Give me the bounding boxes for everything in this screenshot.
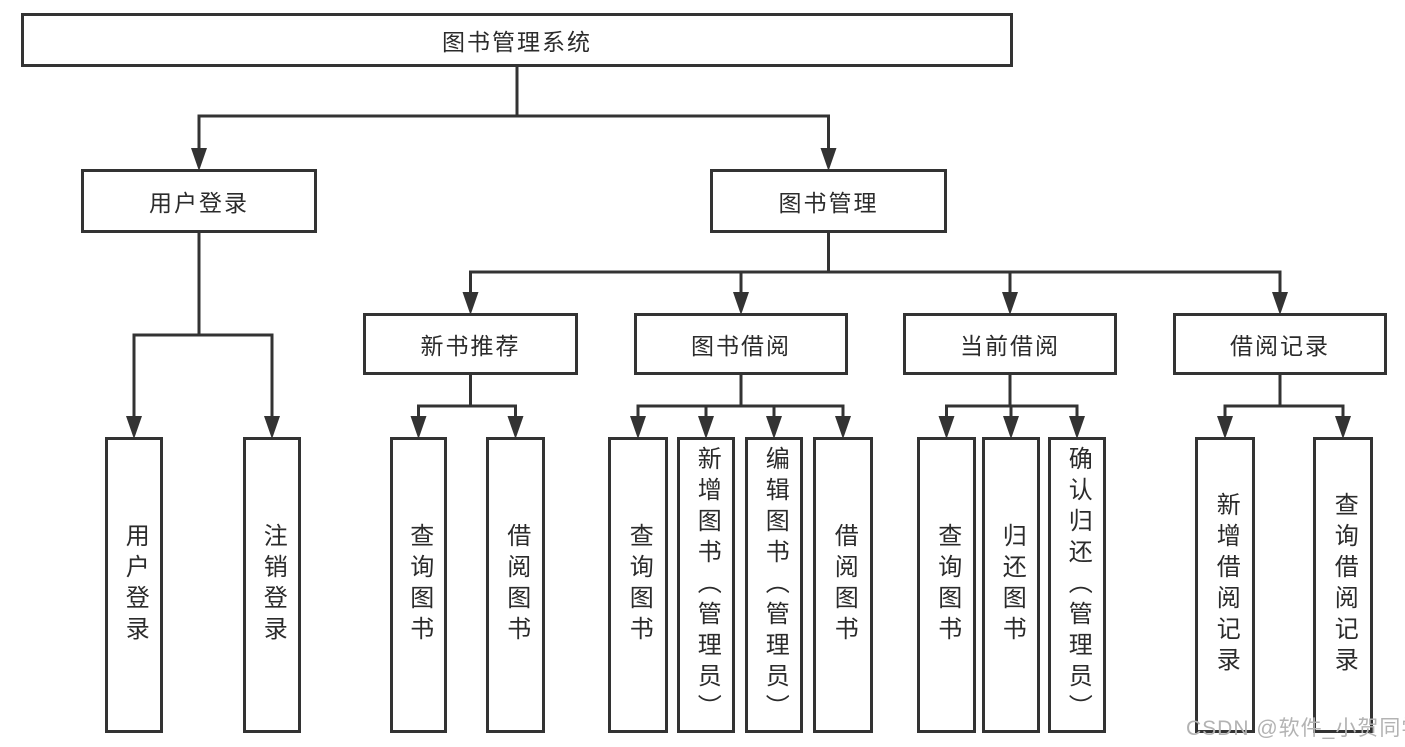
node-label-leaf-logout: 注销登录 xyxy=(259,523,287,647)
node-label-borrow-records: 借阅记录 xyxy=(1230,333,1330,359)
node-label-leaf-query3: 查询图书 xyxy=(933,523,961,647)
arrowhead-book-borrow xyxy=(733,292,749,315)
node-label-leaf-edit-book: 编辑图书（管理员） xyxy=(761,445,789,725)
arrowhead-leaf-query1 xyxy=(410,416,427,439)
node-user-login: 用户登录 xyxy=(81,169,317,233)
node-leaf-add-rec: 新增借阅记录 xyxy=(1195,437,1255,733)
watermark: CSDN @软件_小贺同学 xyxy=(1186,717,1405,740)
node-current-borrow: 当前借阅 xyxy=(903,313,1117,375)
node-leaf-borrow2: 借阅图书 xyxy=(813,437,873,733)
node-label-book-mgmt: 图书管理 xyxy=(778,190,879,216)
arrowhead-leaf-add-book xyxy=(698,416,714,439)
node-label-current-borrow: 当前借阅 xyxy=(960,333,1060,359)
node-leaf-query3: 查询图书 xyxy=(917,437,976,733)
arrowhead-leaf-add-rec xyxy=(1217,416,1233,439)
node-root: 图书管理系统 xyxy=(21,13,1013,67)
node-leaf-logout: 注销登录 xyxy=(243,437,301,733)
node-label-leaf-confirm: 确认归还（管理员） xyxy=(1064,445,1092,725)
node-label-leaf-borrow2: 借阅图书 xyxy=(830,523,858,647)
arrowhead-leaf-borrow1 xyxy=(507,416,524,439)
node-label-new-book-rec: 新书推荐 xyxy=(420,333,521,359)
node-leaf-borrow1: 借阅图书 xyxy=(486,437,545,733)
arrowhead-leaf-return xyxy=(1003,416,1019,439)
node-label-leaf-add-rec: 新增借阅记录 xyxy=(1212,492,1240,678)
node-label-leaf-query1: 查询图书 xyxy=(405,523,433,647)
arrowhead-borrow-records xyxy=(1272,292,1288,315)
node-borrow-records: 借阅记录 xyxy=(1173,313,1387,375)
arrowhead-leaf-edit-book xyxy=(766,416,782,439)
arrowhead-leaf-query-rec xyxy=(1335,416,1351,439)
node-label-book-borrow: 图书借阅 xyxy=(691,333,791,359)
node-label-root: 图书管理系统 xyxy=(442,29,592,55)
arrowhead-leaf-borrow2 xyxy=(835,416,851,439)
node-leaf-query1: 查询图书 xyxy=(390,437,447,733)
node-label-leaf-query2: 查询图书 xyxy=(625,523,653,647)
node-leaf-add-book: 新增图书（管理员） xyxy=(677,437,735,733)
node-label-leaf-return: 归还图书 xyxy=(998,523,1026,647)
node-leaf-login: 用户登录 xyxy=(105,437,163,733)
node-book-mgmt: 图书管理 xyxy=(710,169,947,233)
node-label-user-login: 用户登录 xyxy=(149,190,249,216)
node-new-book-rec: 新书推荐 xyxy=(363,313,578,375)
node-leaf-edit-book: 编辑图书（管理员） xyxy=(745,437,803,733)
node-book-borrow: 图书借阅 xyxy=(634,313,848,375)
node-label-leaf-borrow1: 借阅图书 xyxy=(502,523,530,647)
node-label-leaf-query-rec: 查询借阅记录 xyxy=(1330,492,1358,678)
arrowhead-current-borrow xyxy=(1002,292,1018,315)
arrowhead-leaf-login xyxy=(126,416,142,439)
node-leaf-confirm: 确认归还（管理员） xyxy=(1048,437,1106,733)
node-leaf-return: 归还图书 xyxy=(982,437,1040,733)
arrowhead-user-login xyxy=(191,148,207,171)
arrowhead-leaf-query2 xyxy=(630,416,646,439)
node-label-leaf-login: 用户登录 xyxy=(121,523,149,647)
arrowhead-new-book-rec xyxy=(462,292,479,315)
node-leaf-query2: 查询图书 xyxy=(608,437,668,733)
arrowhead-leaf-logout xyxy=(264,416,280,439)
arrowhead-leaf-confirm xyxy=(1069,416,1085,439)
arrowhead-book-mgmt xyxy=(820,148,837,171)
node-leaf-query-rec: 查询借阅记录 xyxy=(1313,437,1373,733)
node-label-leaf-add-book: 新增图书（管理员） xyxy=(693,445,721,725)
arrowhead-leaf-query3 xyxy=(938,416,955,439)
